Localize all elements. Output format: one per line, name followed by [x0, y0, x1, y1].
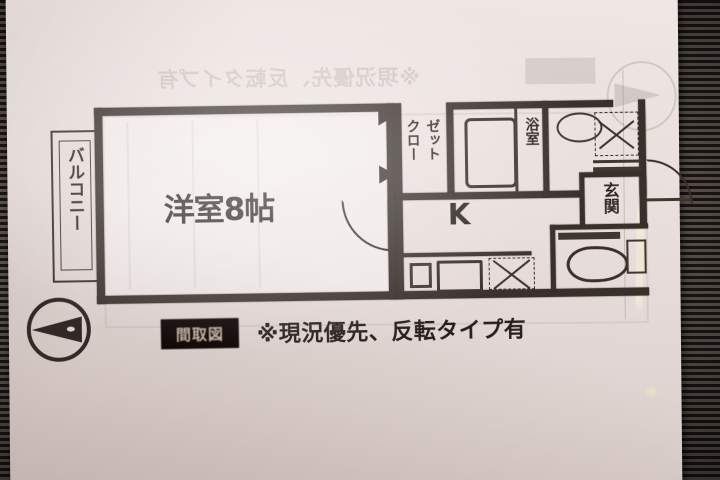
- entrance-wall-left: [579, 177, 586, 226]
- ghost-caption-bleedthrough: ※現況優先、反転タイプ有: [156, 65, 420, 92]
- toilet-paper-holder: [626, 239, 647, 274]
- caption-note: ※現況優先、反転タイプ有: [256, 317, 527, 348]
- toilet-bowl: [566, 245, 629, 283]
- closet-wall-bottom: [395, 192, 456, 201]
- kitchen-label: K: [447, 197, 471, 232]
- madori-badge: 間取図: [160, 317, 240, 350]
- shoe-cabinet-line-1: [593, 159, 642, 164]
- paper-sheet: ※現況優先、反転タイプ有 バルコニー 洋室8帖 クロー ゼット: [5, 0, 693, 480]
- caption-row: 間取図 ※現況優先、反転タイプ有: [160, 312, 527, 351]
- door-leaf: [387, 199, 397, 252]
- ghost-furniture-main-room: [116, 117, 369, 290]
- storage-upper-x-icon: [594, 111, 639, 157]
- bathroom-wall-top: [453, 99, 614, 110]
- stove-burner-icon: [409, 262, 432, 289]
- bathtub: [464, 117, 518, 189]
- north-arrow-compass: [26, 297, 92, 363]
- glue-spot: [645, 387, 657, 397]
- floor-plan: バルコニー 洋室8帖 クロー ゼット 浴室: [50, 99, 693, 305]
- kitchen-counter-top-edge: [403, 251, 532, 258]
- bathroom-divider: [514, 108, 519, 193]
- toilet-tank: [558, 231, 621, 240]
- closet-label-col1: クロー: [404, 118, 421, 162]
- closet-label-col2: ゼット: [424, 118, 441, 161]
- compass-notch: [66, 326, 75, 332]
- closet-door-arrow-top: [378, 107, 395, 126]
- bathroom-wall-right: [542, 100, 550, 198]
- storage-kitchen-x-icon: [488, 257, 536, 290]
- entrance-label: 玄関: [600, 181, 620, 215]
- closet-wall-left: [394, 103, 403, 200]
- kitchen-wall-left: [395, 199, 405, 300]
- balcony-label: バルコニー: [63, 146, 86, 232]
- kitchen-sink: [436, 259, 484, 293]
- closet-wall-right: [446, 102, 455, 199]
- toilet-wall-left: [550, 224, 557, 291]
- washroom-wall-bottom: [579, 171, 642, 178]
- bathroom-label: 浴室: [523, 117, 540, 146]
- ghost-badge-bleedthrough: [525, 57, 596, 85]
- closet-door-arrow-bottom: [379, 165, 396, 184]
- toilet-wall-top: [550, 223, 649, 230]
